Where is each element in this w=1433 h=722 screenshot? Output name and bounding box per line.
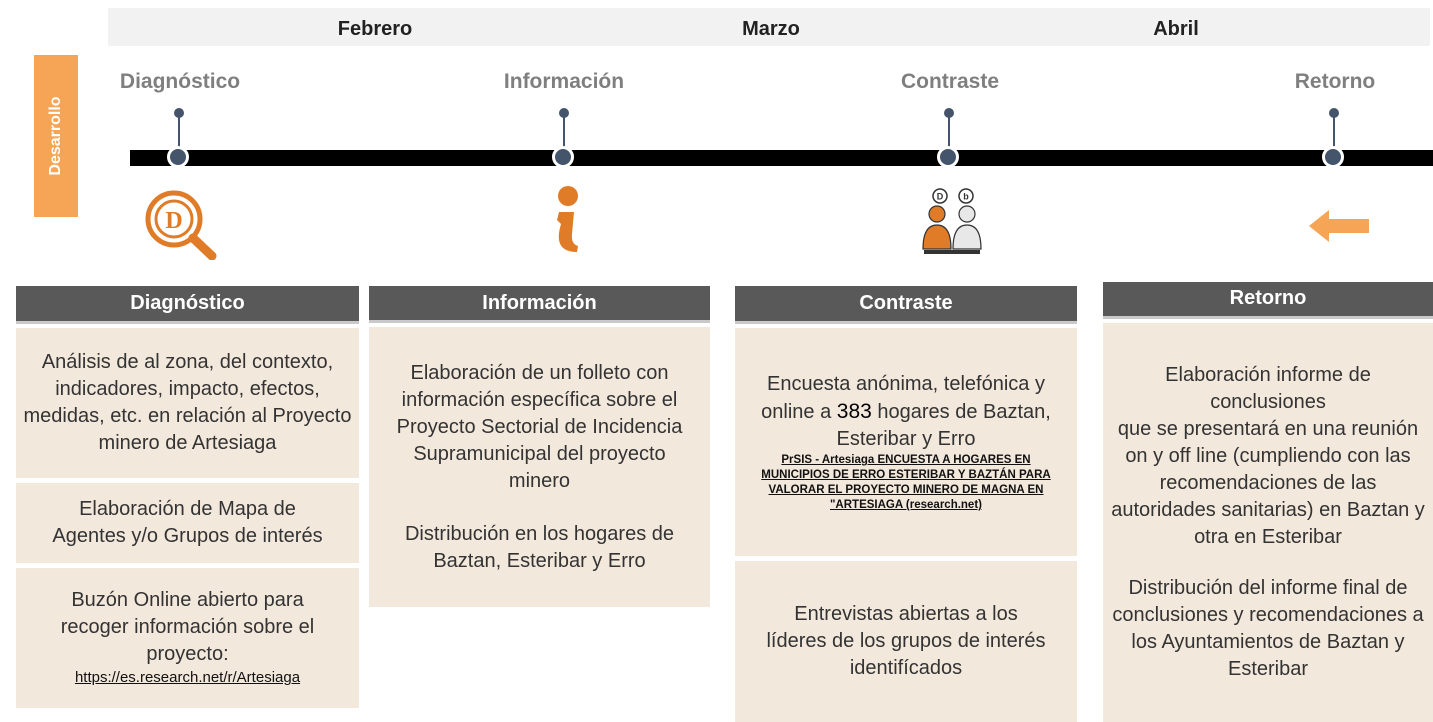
timeline-marker-top <box>174 108 184 118</box>
contrast-people-icon: D b <box>922 188 982 254</box>
diagnostico-cell-analysis: Análisis de al zona, del contexto, indic… <box>16 328 359 478</box>
diagnostico-cell-map: Elaboración de Mapa de Agentes y/o Grupo… <box>16 483 359 563</box>
side-label-box: Desarrollo <box>34 55 78 217</box>
retorno-meeting-text: que se presentará en una reunión on y of… <box>1111 418 1425 548</box>
timeline-marker-top <box>1329 108 1339 118</box>
contraste-survey-count: 383 <box>836 399 872 423</box>
retorno-distribution-text: Distribución del informe final de conclu… <box>1112 577 1424 680</box>
contraste-survey-text: Encuesta anónima, telefónica y online a … <box>749 371 1063 453</box>
return-arrow-icon <box>1309 210 1369 242</box>
timeline-node-diagnostico <box>167 146 189 168</box>
contraste-survey-link[interactable]: PrSIS - Artesiaga ENCUESTA A HOGARES EN … <box>761 454 1051 512</box>
diagnostico-analysis-text: Análisis de al zona, del contexto, indic… <box>23 351 352 454</box>
retorno-report-text: Elaboración informe de conclusiones <box>1165 364 1371 413</box>
informacion-cell: Elaboración de un folleto con informació… <box>369 327 710 607</box>
timeline-node-retorno <box>1322 146 1344 168</box>
diagnostico-mailbox-text: Buzón Online abierto para recoger inform… <box>60 589 315 666</box>
timeline-stem <box>178 115 180 151</box>
month-march: Marzo <box>742 18 800 40</box>
column-header-contraste: Contraste <box>735 286 1077 324</box>
month-april: Abril <box>1153 18 1199 40</box>
stage-title-contraste: Contraste <box>900 70 1000 93</box>
diagnosis-magnifier-icon: D <box>145 190 217 260</box>
timeline-marker-top <box>944 108 954 118</box>
timeline-bar <box>130 150 1433 166</box>
column-header-informacion: Información <box>369 286 710 323</box>
timeline-node-contraste <box>937 146 959 168</box>
month-february: Febrero <box>337 18 413 40</box>
retorno-cell: Elaboración informe de conclusiones que … <box>1103 323 1433 722</box>
month-band: Febrero Marzo Abril <box>108 8 1430 46</box>
contraste-cell-interviews: Entrevistas abiertas a los líderes de lo… <box>735 561 1077 722</box>
column-header-retorno: Retorno <box>1103 282 1433 319</box>
information-icon <box>557 186 578 252</box>
diagnostico-map-text: Elaboración de Mapa de Agentes y/o Grupo… <box>52 498 323 547</box>
svg-text:D: D <box>937 192 944 202</box>
timeline-stem <box>948 115 950 151</box>
contraste-survey-text-a: Encuesta anónima, telefónica y online a <box>761 372 1045 423</box>
svg-text:D: D <box>165 208 182 234</box>
timeline-node-informacion <box>552 146 574 168</box>
contraste-interviews-text: Entrevistas abiertas a los líderes de lo… <box>766 603 1046 679</box>
timeline-stem <box>1333 115 1335 151</box>
diagnostico-cell-mailbox: Buzón Online abierto para recoger inform… <box>16 568 359 708</box>
contraste-cell-survey: Encuesta anónima, telefónica y online a … <box>735 328 1077 556</box>
column-header-diagnostico: Diagnóstico <box>16 286 359 324</box>
informacion-distribution-text: Distribución en los hogares de Baztan, E… <box>404 522 675 572</box>
informacion-leaflet-text: Elaboración de un folleto con informació… <box>396 361 683 492</box>
stage-title-retorno: Retorno <box>1294 70 1376 93</box>
diagnostico-survey-link[interactable]: https://es.research.net/r/Artesiaga <box>74 669 301 687</box>
timeline-marker-top <box>559 108 569 118</box>
side-label: Desarrollo <box>47 96 64 176</box>
stage-title-diagnostico: Diagnóstico <box>119 70 241 93</box>
timeline-stem <box>563 115 565 151</box>
svg-text:b: b <box>963 192 969 202</box>
contraste-survey-text-b: hogares de Baztan, Esteribar y Erro <box>836 400 1051 451</box>
stage-title-informacion: Información <box>503 70 625 93</box>
